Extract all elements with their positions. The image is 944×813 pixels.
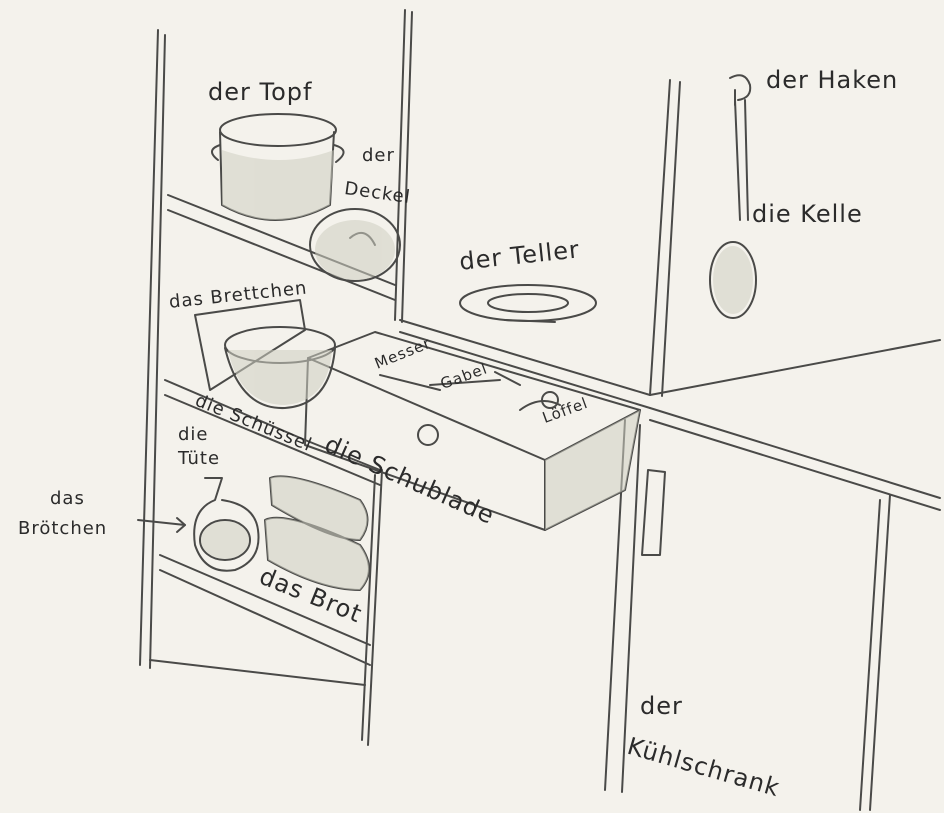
label-broetchen-2: Brötchen <box>18 518 107 539</box>
label-broetchen-1: das <box>50 488 85 509</box>
label-deckel-1: der <box>362 145 395 166</box>
label-haken: der Haken <box>766 66 898 94</box>
label-kuehlschrank-1: der <box>640 692 683 720</box>
label-kelle: die Kelle <box>752 200 863 228</box>
label-topf: der Topf <box>208 78 312 106</box>
counter-drawing <box>400 320 940 510</box>
plate-drawing <box>460 285 596 322</box>
broetchen-arrow <box>138 518 185 532</box>
label-tuete-2: Tüte <box>178 448 220 469</box>
label-tuete-1: die <box>178 424 209 445</box>
